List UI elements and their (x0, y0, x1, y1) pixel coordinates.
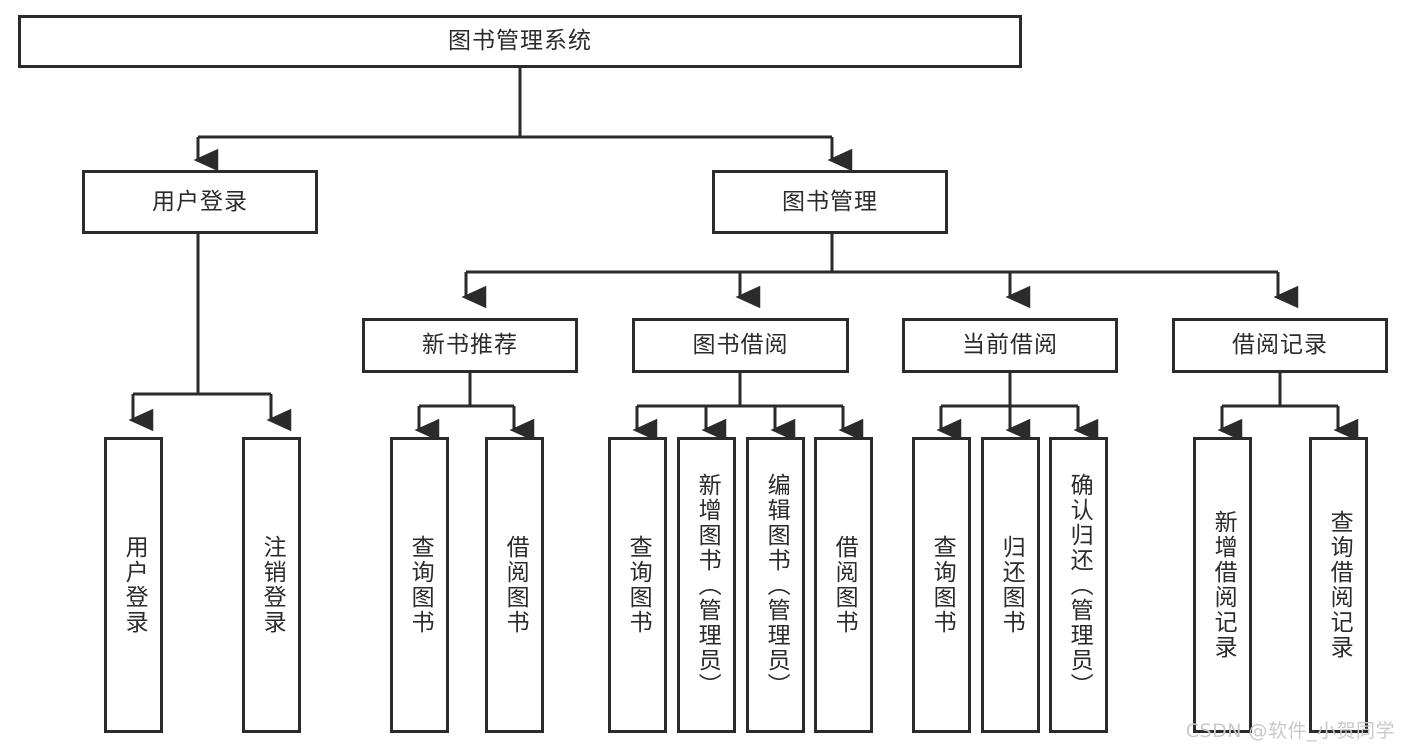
leaf-current-query-book[interactable]: 查询图书 (912, 437, 971, 733)
node-current-borrow[interactable]: 当前借阅 (902, 318, 1118, 373)
leaf-current-return-book[interactable]: 归还图书 (981, 437, 1040, 733)
node-borrow-record[interactable]: 借阅记录 (1172, 318, 1388, 373)
node-label: 图书管理 (782, 188, 878, 215)
node-root-system[interactable]: 图书管理系统 (18, 15, 1022, 68)
leaf-newbook-borrow-book[interactable]: 借阅图书 (485, 437, 544, 733)
node-label: 借阅图书 (831, 535, 858, 635)
node-label: 新增借阅记录 (1210, 510, 1237, 660)
csdn-watermark: CSDN @软件_小贺同学 (1185, 720, 1395, 742)
node-label: 查询图书 (929, 535, 956, 635)
leaf-borrow-edit-book-admin[interactable]: 编辑图书（管理员） (746, 437, 805, 733)
leaf-user-login[interactable]: 用户登录 (104, 437, 163, 733)
node-label: 编辑图书（管理员） (763, 472, 790, 698)
node-label: 用户登录 (152, 188, 248, 215)
node-label: 图书借阅 (692, 332, 789, 359)
node-label: 归还图书 (998, 535, 1025, 635)
node-label: 查询图书 (625, 535, 652, 635)
node-label: 确认归还（管理员） (1066, 472, 1093, 698)
leaf-logout[interactable]: 注销登录 (242, 437, 301, 733)
node-label: 新书推荐 (422, 332, 518, 359)
node-label: 注销登录 (259, 535, 286, 635)
node-label: 新增图书（管理员） (694, 472, 721, 698)
leaf-record-add-record[interactable]: 新增借阅记录 (1193, 437, 1252, 733)
node-new-book-recommend[interactable]: 新书推荐 (362, 318, 578, 373)
leaf-borrow-add-book-admin[interactable]: 新增图书（管理员） (677, 437, 736, 733)
leaf-newbook-query-book[interactable]: 查询图书 (390, 437, 449, 733)
node-user-login[interactable]: 用户登录 (82, 170, 318, 234)
node-label: 借阅记录 (1232, 332, 1328, 359)
node-book-borrow[interactable]: 图书借阅 (632, 318, 849, 373)
node-label: 查询图书 (407, 535, 434, 635)
leaf-borrow-borrow-book[interactable]: 借阅图书 (814, 437, 873, 733)
node-label: 查询借阅记录 (1326, 510, 1353, 660)
node-label: 图书管理系统 (448, 28, 592, 55)
node-label: 借阅图书 (502, 535, 529, 635)
leaf-current-confirm-return-admin[interactable]: 确认归还（管理员） (1049, 437, 1108, 733)
node-label: 用户登录 (121, 535, 148, 635)
leaf-record-query-record[interactable]: 查询借阅记录 (1309, 437, 1368, 733)
node-book-management[interactable]: 图书管理 (712, 170, 948, 234)
leaf-borrow-query-book[interactable]: 查询图书 (608, 437, 667, 733)
node-label: 当前借阅 (962, 332, 1058, 359)
